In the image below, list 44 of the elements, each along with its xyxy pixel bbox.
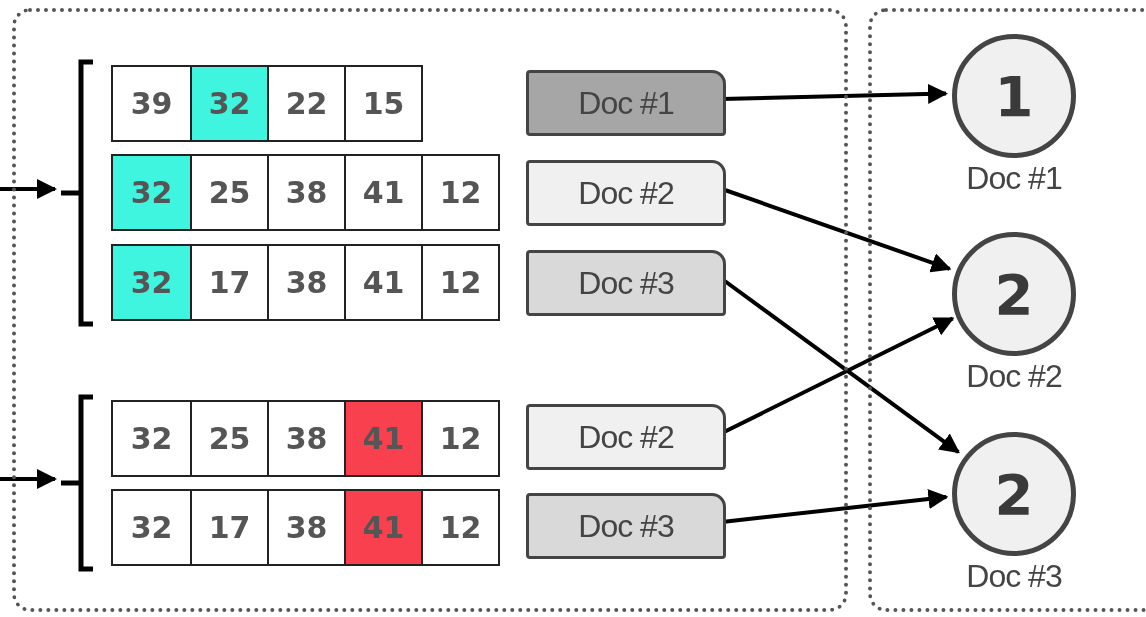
document-box: Doc #1	[526, 70, 726, 136]
array-cell: 41	[344, 246, 421, 319]
number-array	[111, 244, 500, 321]
array-cell: 38	[267, 156, 344, 229]
array-cell: 25	[190, 402, 267, 475]
array-cell-text: 32	[129, 509, 174, 547]
array-cell: 41	[344, 491, 421, 564]
doc-label: Doc #3	[966, 558, 1062, 595]
document-box: Doc #2	[526, 404, 726, 470]
document-box: Doc #2	[526, 160, 726, 226]
number-array	[111, 489, 500, 566]
arrow	[0, 469, 57, 489]
array-cell: 41	[344, 402, 421, 475]
number-array	[111, 65, 423, 142]
array-cell: 17	[190, 491, 267, 564]
array-cell: 38	[267, 246, 344, 319]
rank-circle: 2	[952, 432, 1076, 556]
array-cell: 32	[190, 67, 267, 140]
dotted-panel	[868, 8, 1146, 612]
array-cell: 22	[267, 67, 344, 140]
array-cell: 17	[190, 246, 267, 319]
bracket	[59, 59, 95, 327]
array-cell: 25	[190, 156, 267, 229]
array-cell: 32	[113, 246, 190, 319]
number-array	[111, 154, 500, 231]
document-box: Doc #3	[526, 493, 726, 559]
array-cell-text: 39	[129, 85, 174, 123]
array-cell: 32	[113, 156, 190, 229]
array-cell: 15	[344, 67, 421, 140]
array-cell: 12	[421, 246, 498, 319]
doc-label: Doc #1	[966, 160, 1062, 197]
array-cell-text: 32	[129, 420, 174, 458]
array-cell: 12	[421, 156, 498, 229]
rank-circle: 1	[952, 34, 1076, 158]
array-cell: 12	[421, 402, 498, 475]
dotted-panel	[12, 8, 848, 612]
rank-circle: 2	[952, 232, 1076, 356]
number-array	[111, 400, 500, 477]
arrow	[0, 179, 57, 199]
array-cell: 41	[344, 156, 421, 229]
doc-label: Doc #2	[966, 358, 1062, 395]
array-cell: 12	[421, 491, 498, 564]
document-box: Doc #3	[526, 250, 726, 316]
bracket	[59, 394, 95, 572]
